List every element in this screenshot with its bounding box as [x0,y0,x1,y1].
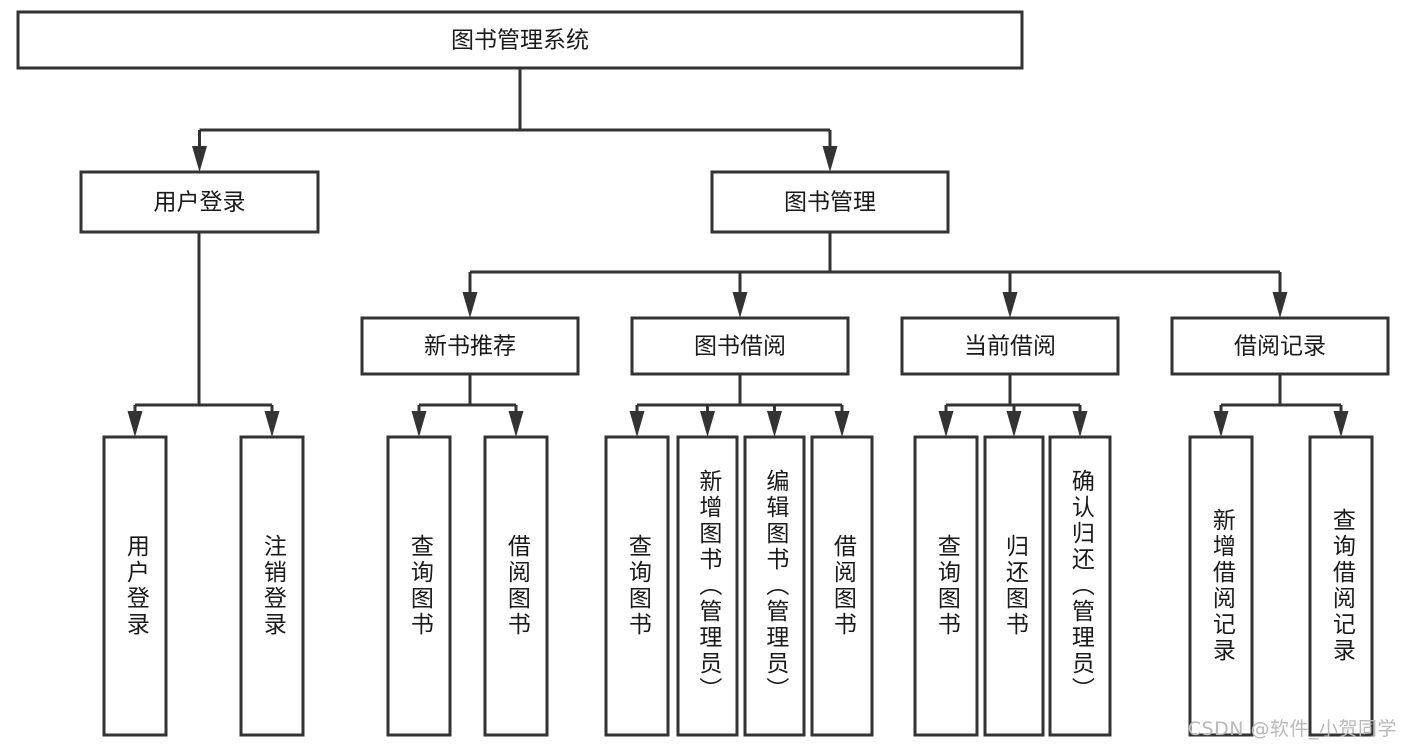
node-box-borrow-record[interactable] [1170,316,1390,376]
node-box-leaf-query-book-cur[interactable] [913,435,979,737]
arrow-head-icon [1272,292,1288,318]
node-box-leaf-borrow-book-rec[interactable] [483,435,549,737]
node-box-leaf-confirm-return[interactable] [1048,435,1112,737]
arrow-head-icon [411,411,427,437]
node-label-book-borrow: 图书借阅 [694,334,786,360]
node-label-user-login: 用户登录 [154,190,246,216]
watermark-text: CSDN @软件_小贺同学 [1187,718,1397,740]
connector-bookmanage-to-level3 [462,232,1288,318]
arrow-head-icon [127,411,143,437]
node-box-new-book-rec[interactable] [360,316,580,376]
node-label-book-manage: 图书管理 [784,190,876,216]
arrow-head-icon [834,411,850,437]
arrow-head-icon [1333,411,1349,437]
node-box-leaf-user-login[interactable] [102,435,168,737]
node-label-new-book-rec: 新书推荐 [424,334,516,360]
node-box-leaf-query-book-bor[interactable] [604,435,670,737]
arrow-head-icon [1002,292,1018,318]
connector-root-to-level2 [192,68,838,172]
node-box-leaf-add-record[interactable] [1188,435,1254,737]
connector-userlogin-to-leaves [127,232,280,437]
arrow-head-icon [192,146,207,172]
arrow-head-icon [264,411,280,437]
node-box-leaf-edit-book[interactable] [743,435,806,737]
node-box-current-borrow[interactable] [900,316,1120,376]
node-box-leaf-borrow-book-bor[interactable] [810,435,874,737]
node-box-root[interactable] [16,10,1024,70]
connectors-layer [127,68,1349,437]
node-box-leaf-query-record[interactable] [1308,435,1374,737]
node-box-book-manage[interactable] [710,170,950,234]
node-box-leaf-return-book[interactable] [983,435,1045,737]
arrow-head-icon [1072,411,1088,437]
arrow-head-icon [629,411,645,437]
boxes-layer [16,10,1390,737]
arrow-head-icon [1213,411,1229,437]
node-box-leaf-query-book-rec[interactable] [386,435,452,737]
connector-borrowrecord-to-leaves [1213,374,1349,437]
arrow-head-icon [732,292,748,318]
connector-newbookrec-to-leaves [411,374,524,437]
arrow-head-icon [700,411,715,437]
node-box-leaf-logout[interactable] [239,435,305,737]
arrow-head-icon [822,146,838,172]
connector-bookborrow-to-leaves [629,374,850,437]
connector-currentborrow-to-leaves [938,374,1088,437]
arrow-head-icon [1006,411,1022,437]
node-label-borrow-record: 借阅记录 [1234,334,1326,360]
node-box-leaf-add-book[interactable] [676,435,739,737]
node-label-current-borrow: 当前借阅 [964,334,1056,360]
node-box-user-login[interactable] [79,170,320,234]
node-box-book-borrow[interactable] [630,316,850,376]
arrow-head-icon [767,411,782,437]
node-label-root: 图书管理系统 [451,28,589,54]
arrow-head-icon [938,411,954,437]
arrow-head-icon [462,292,478,318]
arrow-head-icon [508,411,524,437]
